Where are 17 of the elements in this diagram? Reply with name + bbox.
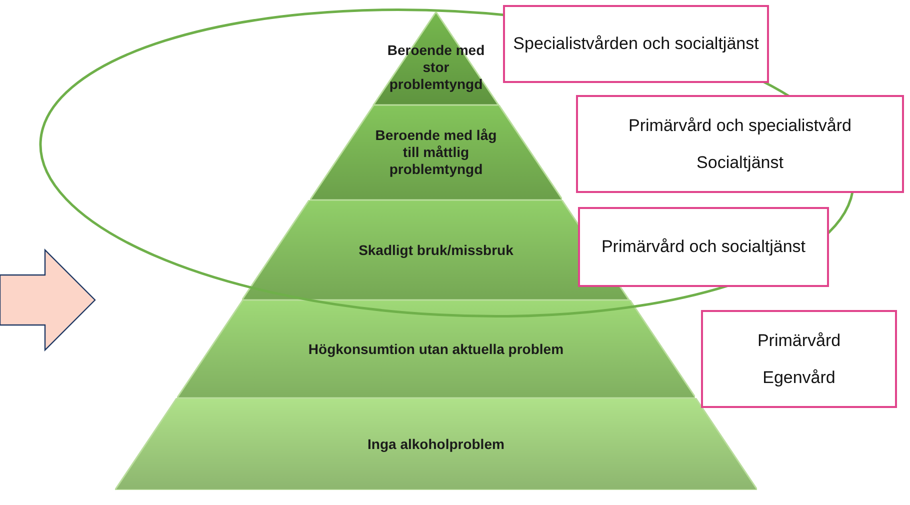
care-label: Specialistvården och socialtjänst <box>513 33 759 56</box>
care-label: Primärvård och specialistvård <box>628 114 852 137</box>
tier-label: Beroende med låg till måttlig problemtyngd <box>374 127 498 178</box>
text-box <box>578 207 829 287</box>
tier-label: Inga alkoholproblem <box>368 436 504 452</box>
care-label: Primärvård och socialtjänst <box>601 236 806 258</box>
care-label: Socialtjänst <box>696 152 784 174</box>
tier-label: Skadligt bruk/missbruk <box>358 242 514 258</box>
text-box <box>503 5 769 83</box>
text-box <box>576 95 904 193</box>
tier-label: Högkonsumtion utan aktuella problem <box>308 340 564 358</box>
care-label: Primärvård <box>757 330 841 352</box>
pyramid-tier <box>176 300 696 398</box>
pyramid-tier <box>114 398 758 490</box>
care-label: Egenvård <box>762 366 836 389</box>
text-box <box>701 310 897 408</box>
pyramid-tier <box>371 12 501 105</box>
